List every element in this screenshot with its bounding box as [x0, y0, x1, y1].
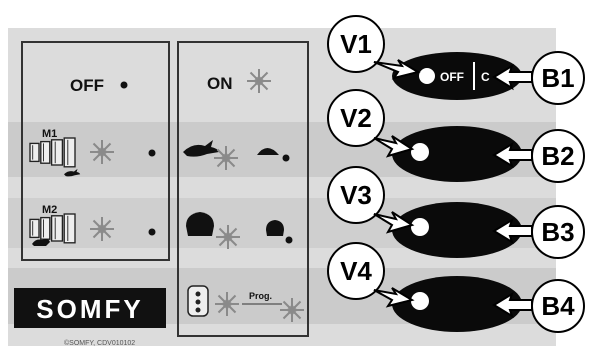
callout-b2-label: B2	[541, 141, 574, 171]
on-label: ON	[207, 74, 233, 93]
off-label: OFF	[70, 76, 104, 95]
button-b4[interactable]	[392, 276, 522, 332]
arrow-b1-icon	[492, 63, 533, 91]
led-v4	[411, 292, 429, 310]
arrow-b4-icon	[492, 291, 533, 319]
button1-c-label: C	[481, 70, 490, 84]
callout-v4-label: V4	[340, 256, 372, 286]
arrow-v2-icon	[373, 135, 415, 158]
callout-v4	[327, 242, 385, 300]
led-v1	[419, 68, 435, 84]
arrow-v3-icon	[373, 211, 415, 234]
callout-b3-label: B3	[541, 217, 574, 247]
dome-big-icon	[186, 212, 214, 236]
sun-burst-icon	[89, 216, 115, 242]
callout-v1-label: V1	[340, 29, 372, 59]
m2-label: M2	[42, 204, 57, 216]
brand-label: SOMFY	[36, 294, 143, 324]
remote-button-dot	[195, 307, 201, 313]
copyright-text: ©SOMFY, CDV010102	[64, 339, 135, 347]
arrow-b3-icon	[492, 217, 533, 245]
sun-burst-icon	[246, 68, 272, 94]
button-body[interactable]	[392, 52, 522, 100]
sun-burst-icon	[214, 291, 240, 317]
on-box	[177, 41, 309, 337]
callout-v1	[327, 15, 385, 73]
led-dot-icon	[148, 228, 156, 236]
callout-v3-label: V3	[340, 180, 372, 210]
sun-burst-icon	[213, 145, 239, 171]
tortoise-icon	[32, 238, 50, 246]
button-b2[interactable]	[392, 126, 522, 182]
prog-label: Prog.	[249, 291, 272, 301]
callout-b1-label: B1	[541, 63, 574, 93]
arrow-v1-icon	[373, 59, 421, 80]
tortoise-icon	[257, 148, 279, 155]
somfy-logo	[14, 288, 166, 328]
led-dot-icon	[285, 236, 293, 244]
led-v3	[411, 218, 429, 236]
dome-small-icon	[266, 220, 284, 236]
sun-burst-icon	[279, 297, 305, 323]
arrow-v4-icon	[373, 287, 415, 308]
callout-v2	[327, 89, 385, 147]
led-v2	[411, 143, 429, 161]
off-box	[21, 41, 170, 261]
arrow-b2-icon	[492, 141, 533, 169]
sun-burst-icon	[215, 224, 241, 250]
sun-burst-icon	[89, 139, 115, 165]
callout-v3	[327, 166, 385, 224]
led-dot-icon	[282, 154, 290, 162]
led-dot-icon	[120, 81, 128, 89]
led-dot-icon	[148, 149, 156, 157]
remote-button-dot	[195, 299, 201, 305]
button1-off-label: OFF	[440, 70, 464, 84]
button-b1[interactable]: OFF C	[392, 52, 522, 100]
remote-button-dot	[195, 291, 201, 297]
callout-v2-label: V2	[340, 103, 372, 133]
button-b3[interactable]	[392, 202, 522, 258]
m1-label: M1	[42, 128, 57, 140]
callout-b4-label: B4	[541, 291, 575, 321]
